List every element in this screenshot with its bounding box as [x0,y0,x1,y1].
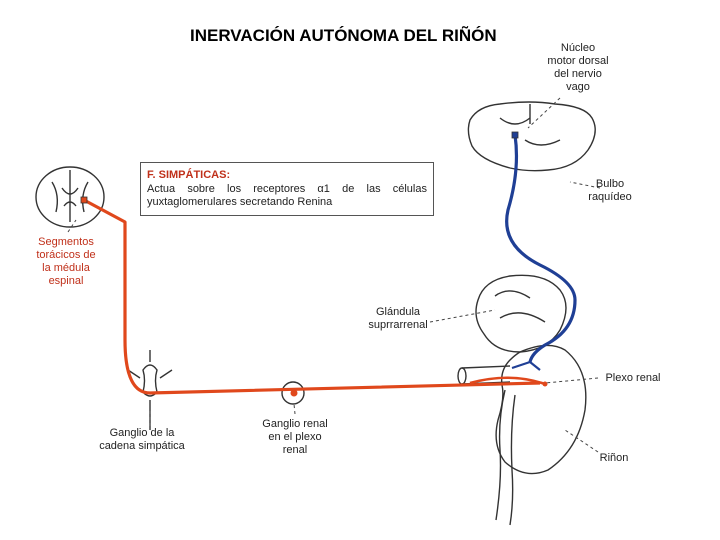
label-line: Núcleo [560,42,596,54]
label-line: del nervio [554,68,602,80]
leader-lines [67,97,601,453]
kidney-drawing [475,274,587,526]
spinal-origin-marker [80,196,88,204]
label-line: la médula [42,262,90,274]
sympathetic-branch [469,376,546,386]
label-thoracic-segments: Segmentos torácicos de la médula espinal [26,236,106,288]
vagal-terminal-branch [511,360,541,371]
label-sympathetic-chain-ganglion: Ganglio de la cadena simpática [88,427,196,453]
kidney-sympathetic-terminal [542,381,548,387]
renal-ganglion-circle [281,381,305,405]
spinal-cord-drawing [35,166,105,228]
label-vagal-nucleus: Núcleo motor dorsal del nervio vago [538,42,618,94]
label-renal-ganglion: Ganglio renal en el plexo renal [250,418,340,457]
label-medulla: Bulbo raquídeo [578,178,642,204]
label-line: en el plexo [268,431,322,443]
label-line: Ganglio de la [109,427,175,439]
label-line: suprrarrenal [368,319,428,331]
label-line: espinal [48,275,84,287]
label-line: raquídeo [588,191,632,203]
label-line: cadena simpática [99,440,185,452]
sympathetic-pathway [83,198,541,395]
label-line: renal [282,444,308,456]
sympathetic-fibers-box: F. SIMPÁTICAS: Actua sobre los receptore… [140,162,434,216]
sympathetic-fibers-title: F. SIMPÁTICAS: [147,169,231,181]
label-line: motor dorsal [547,55,609,67]
label-line: vago [566,81,590,93]
label-kidney: Riñon [599,452,629,464]
label-line: torácicos de [36,249,96,261]
sympathetic-fibers-description: Actua sobre los receptores α1 de las cél… [147,183,427,208]
label-renal-plexus: Plexo renal [605,372,661,384]
label-line: Glándula [375,306,421,318]
label-adrenal-gland: Glándula suprrarrenal [358,306,438,332]
medulla-oblongata-drawing [467,101,596,172]
label-line: Segmentos [38,236,94,248]
label-line: Ganglio renal [262,418,328,430]
label-line: Bulbo [595,178,625,190]
vagal-nucleus-marker [511,131,519,139]
renal-ganglion-marker [290,389,298,397]
diagram-title: INERVACIÓN AUTÓNOMA DEL RIÑÓN [190,26,497,45]
vagal-pathway [505,134,577,363]
